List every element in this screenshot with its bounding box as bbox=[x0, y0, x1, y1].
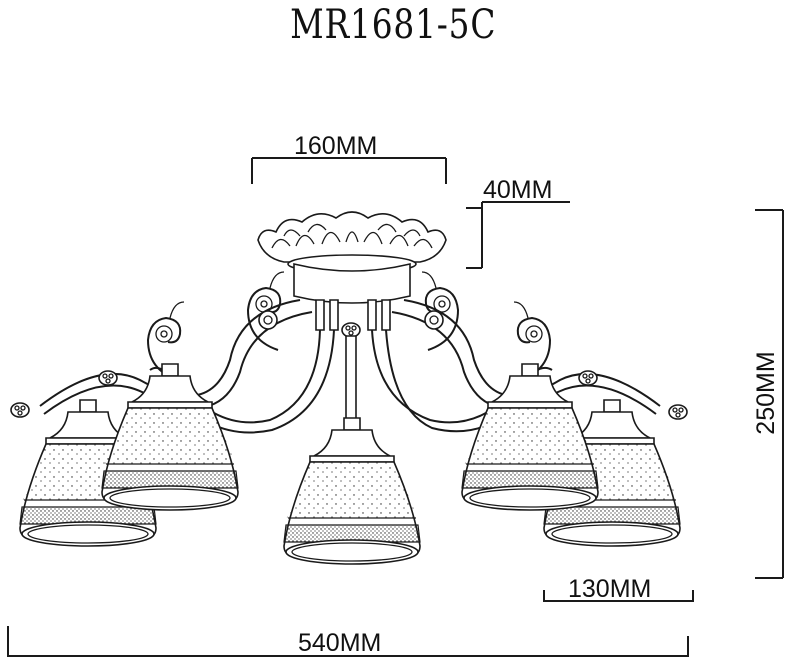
total-height-label: 250MM bbox=[752, 351, 780, 435]
canopy bbox=[257, 211, 447, 338]
canopy-height-label: 40MM bbox=[483, 176, 553, 204]
shade-center bbox=[283, 417, 421, 565]
canopy-width-label: 160MM bbox=[294, 132, 378, 160]
total-width-label: 540MM bbox=[298, 629, 382, 657]
dimension-lines bbox=[7, 157, 784, 657]
model-title: MR1681-5C bbox=[290, 2, 497, 48]
shade-diameter-label: 130MM bbox=[568, 575, 652, 603]
